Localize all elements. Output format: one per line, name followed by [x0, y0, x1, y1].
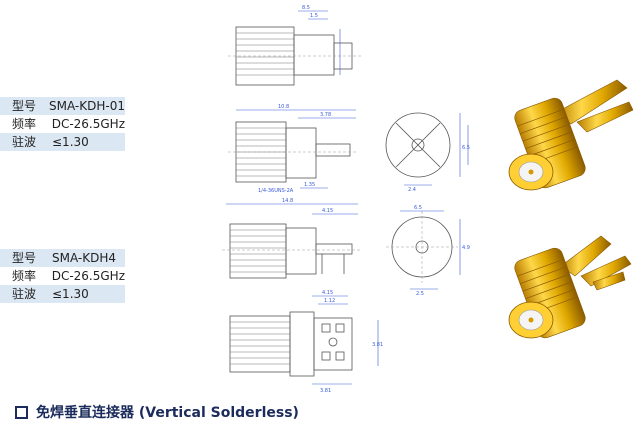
section-title: 免焊垂直连接器 (Vertical Solderless)	[15, 402, 299, 422]
spec-table-sma-kdh-01: 型号 SMA-KDH-01 频率 DC-26.5GHz 驻波 ≤1.30	[0, 97, 125, 151]
spec-value: DC-26.5GHz	[51, 117, 125, 131]
spec-value: SMA-KDH4	[52, 251, 117, 265]
product-photo-sma-kdh4	[508, 235, 632, 339]
spec-row-frequency: 频率 DC-26.5GHz	[0, 115, 125, 133]
svg-text:8.5: 8.5	[302, 5, 310, 11]
svg-text:1.35: 1.35	[304, 182, 315, 188]
drawing-front-view-1: 2.4 6.5	[385, 112, 470, 193]
spec-key: 型号	[12, 251, 37, 265]
section-title-text: 免焊垂直连接器 (Vertical Solderless)	[36, 405, 299, 421]
spec-value: SMA-KDH-01	[49, 99, 125, 113]
svg-text:4.9: 4.9	[462, 245, 470, 251]
spec-key: 驻波	[12, 287, 37, 301]
drawing-front-view-2: 6.5 4.9 2.5	[386, 205, 470, 297]
svg-text:10.8: 10.8	[278, 104, 289, 110]
spec-row-vswr: 驻波 ≤1.30	[0, 285, 125, 303]
svg-text:3.81: 3.81	[320, 388, 331, 394]
svg-text:1/4-36UNS-2A: 1/4-36UNS-2A	[258, 188, 294, 194]
spec-key: 驻波	[12, 135, 37, 149]
svg-text:1.5: 1.5	[310, 13, 318, 19]
spec-value: ≤1.30	[52, 287, 89, 301]
svg-text:4.15: 4.15	[322, 290, 333, 296]
svg-text:14.8: 14.8	[282, 198, 293, 204]
drawing-side-view-2: 14.8 4.15	[222, 198, 362, 279]
svg-text:3.81: 3.81	[372, 342, 383, 348]
svg-text:2.5: 2.5	[416, 291, 424, 297]
spec-row-model: 型号 SMA-KDH4	[0, 249, 125, 267]
spec-value: DC-26.5GHz	[51, 269, 125, 283]
spec-key: 型号	[12, 99, 37, 113]
spec-key: 频率	[12, 117, 37, 131]
spec-row-vswr: 驻波 ≤1.30	[0, 133, 125, 151]
spec-row-frequency: 频率 DC-26.5GHz	[0, 267, 125, 285]
spec-row-model: 型号 SMA-KDH-01	[0, 97, 125, 115]
svg-text:2.4: 2.4	[408, 187, 416, 193]
spec-value: ≤1.30	[52, 135, 89, 149]
svg-text:6.5: 6.5	[462, 145, 470, 151]
drawing-top-view-1: 8.5 1.5	[228, 5, 362, 86]
svg-text:4.15: 4.15	[322, 208, 333, 214]
drawing-bottom-view-2: 4.15 1.12 3.81 3.81	[229, 290, 383, 394]
svg-text:6.5: 6.5	[414, 205, 422, 211]
square-icon	[15, 405, 28, 419]
svg-text:1.12: 1.12	[324, 298, 335, 304]
spec-table-sma-kdh4: 型号 SMA-KDH4 频率 DC-26.5GHz 驻波 ≤1.30	[0, 249, 125, 303]
svg-text:3.78: 3.78	[320, 112, 331, 118]
drawing-side-view-1: 10.8 3.78 1.35 1/4-36UNS-2A	[228, 104, 358, 194]
spec-key: 频率	[12, 269, 37, 283]
product-photo-sma-kdh-01	[508, 79, 634, 191]
